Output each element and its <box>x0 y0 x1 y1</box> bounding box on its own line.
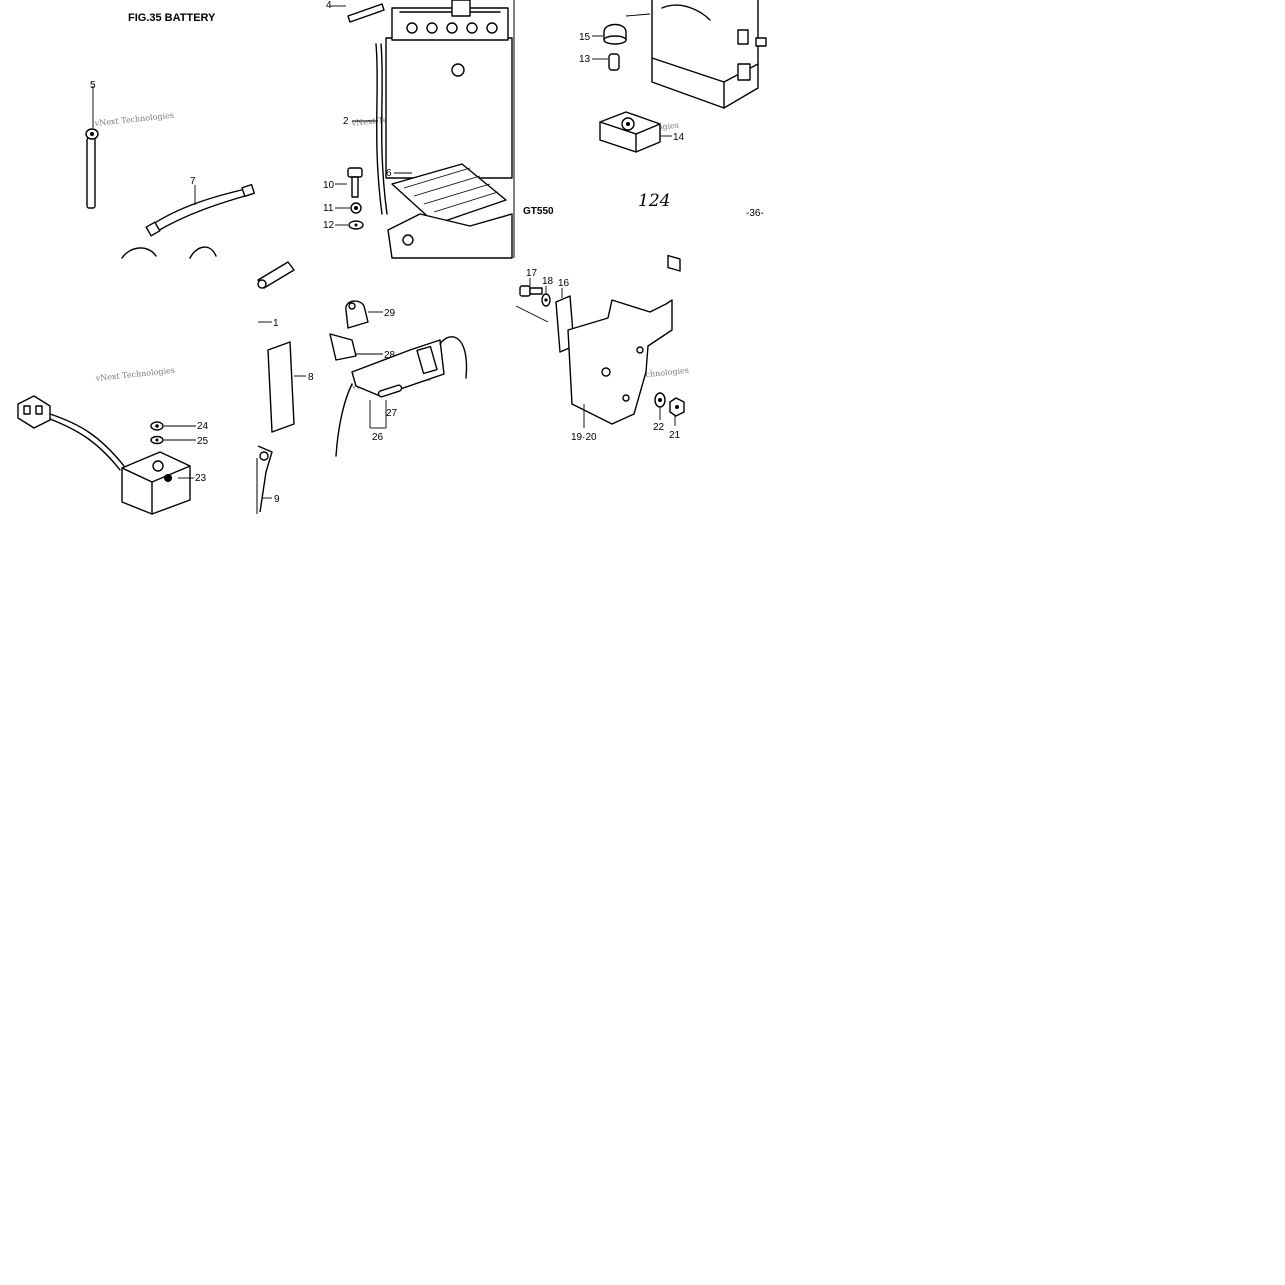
part-29-clamp <box>345 300 383 329</box>
callout-13: 13 <box>579 54 591 65</box>
callout-27: 27 <box>386 408 398 419</box>
callout-5: 5 <box>90 80 96 91</box>
callout-24: 24 <box>197 421 209 432</box>
callout-17: 17 <box>526 268 538 279</box>
part-6-rubber-mat <box>391 163 507 225</box>
part-9-bracket <box>257 445 273 513</box>
page-number: -36- <box>746 208 764 219</box>
part-13-spacer <box>592 53 620 71</box>
part-1-terminal <box>257 261 295 323</box>
callout-19-20: 19·20 <box>571 432 597 443</box>
callout-16: 16 <box>558 278 570 289</box>
battery-box-lower <box>387 213 513 259</box>
handwritten-number: 124 <box>638 191 670 211</box>
callout-29: 29 <box>384 308 396 319</box>
callout-7: 7 <box>190 176 196 187</box>
part-21-nut <box>669 397 685 426</box>
callout-11: 11 <box>323 203 334 214</box>
part-27-fuse <box>377 384 403 398</box>
callout-26: 26 <box>372 432 384 443</box>
partial-part-b <box>189 246 217 259</box>
callout-2: 2 <box>343 116 349 127</box>
battery <box>375 0 513 215</box>
callout-6: 6 <box>386 168 392 179</box>
callout-23: 23 <box>195 473 207 484</box>
part-23-voltage-regulator <box>17 395 194 515</box>
part-19-20-bracket <box>567 299 673 428</box>
watermark-1: vNext Technologies <box>93 111 174 128</box>
part-24-nut <box>150 421 196 431</box>
callout-10: 10 <box>323 180 335 191</box>
part-4-terminal-rod <box>330 3 385 23</box>
callout-28: 28 <box>384 350 396 361</box>
part-10-bolt <box>335 167 363 198</box>
part-12-washer <box>335 220 364 230</box>
part-14-fuse-box <box>599 111 672 153</box>
figure-title: FIG.35 BATTERY <box>128 12 216 24</box>
part-17-bolt <box>519 278 543 297</box>
callout-12: 12 <box>323 220 335 231</box>
callout-14: 14 <box>673 132 685 143</box>
part-15-cushion <box>592 23 627 45</box>
model-label: GT550 <box>523 206 554 217</box>
callout-4: 4 <box>326 0 332 11</box>
callout-25: 25 <box>197 436 209 447</box>
callout-15: 15 <box>579 32 591 43</box>
part-25-washer <box>150 435 196 445</box>
part-8-plate <box>267 341 306 433</box>
battery-holder-frame <box>651 0 767 272</box>
callout-8: 8 <box>308 372 314 383</box>
callout-22: 22 <box>653 422 665 433</box>
callout-21: 21 <box>669 430 681 441</box>
callout-1a: 1 <box>273 318 279 329</box>
part-11-spring-washer <box>335 202 362 214</box>
callout-18: 18 <box>542 276 554 287</box>
callout-9: 9 <box>274 494 280 505</box>
watermark-4: vNext Technologies <box>94 366 175 383</box>
partial-part-a <box>121 247 157 259</box>
part-22-washer <box>654 392 666 420</box>
part-18-washer <box>541 286 551 307</box>
part-7-battery-strap <box>145 183 256 237</box>
part-28-bracket <box>329 333 383 361</box>
part-5-lead-wire <box>85 86 99 209</box>
part-26-fuse-holder <box>335 336 468 457</box>
